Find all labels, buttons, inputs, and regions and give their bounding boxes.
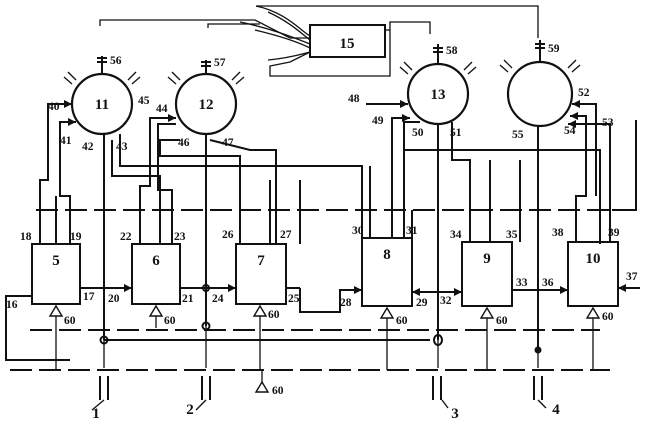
separator-13: 13 [400,44,476,124]
stream-17-label: 17 [83,291,95,303]
stream-26-label: 26 [222,229,234,241]
stream-33-label: 33 [516,277,528,289]
feed-60-label-c: 60 [268,309,280,321]
stream-56-label: 56 [110,55,122,67]
stream-32-label: 32 [440,295,452,307]
reactor-10: 10 [568,242,618,306]
stream-35-label: 35 [506,229,518,241]
stream-30-label: 30 [352,225,364,237]
stream-38-label: 38 [552,227,564,239]
feed-60-label-a: 60 [64,315,76,327]
outlet-1-label: 1 [92,406,100,422]
stream-46-label: 46 [178,137,190,149]
stream-19-label: 19 [70,231,82,243]
stream-29-label: 29 [416,297,428,309]
stream-54-label: 54 [564,125,576,137]
separator-14 [500,40,580,126]
stream-31-label: 31 [406,225,418,237]
stream-28-label: 28 [340,297,352,309]
reactor-5-label: 5 [52,253,60,269]
reactor-8: 8 [362,238,412,306]
stream-23-label: 23 [174,231,186,243]
outlet-3-label: 3 [451,406,459,422]
reactor-6: 6 [132,244,180,304]
stream-52-label: 52 [578,87,590,99]
separator-12: 12 [168,60,244,134]
product-outlets [92,376,546,410]
feed-60-label-d: 60 [396,315,408,327]
controller-15-label: 15 [340,36,355,52]
stream-36-label: 36 [542,277,554,289]
stream-48-label: 48 [348,93,360,105]
stream-59-label: 59 [548,43,560,55]
stream-43-label: 43 [116,141,128,153]
stream-34-label: 34 [450,229,462,241]
separator-13-label: 13 [431,87,446,103]
stream-37-label: 37 [626,271,638,283]
stream-21-label: 21 [182,293,194,305]
stream-50-label: 50 [412,127,424,139]
reactor-5: 5 [32,244,80,304]
reactor-10-label: 10 [586,251,601,267]
reactor-8-label: 8 [383,247,391,263]
feed-60-label-f: 60 [602,311,614,323]
stream-49-label: 49 [372,115,384,127]
stream-51-label: 51 [450,127,462,139]
reactor-7-label: 7 [257,253,265,269]
stream-57-label: 57 [214,57,226,69]
stream-24-label: 24 [212,293,224,305]
reactor-6-label: 6 [152,253,160,269]
controller-15: 15 [310,25,385,57]
feed-markers [50,306,599,392]
main-process-line [6,284,640,360]
stream-39-label: 39 [608,227,620,239]
separator-11-label: 11 [95,97,109,113]
stream-42-label: 42 [82,141,94,153]
stream-44-label: 44 [156,103,168,115]
stream-41-label: 41 [60,135,72,147]
stream-55-label: 55 [512,129,524,141]
stream-53-label: 53 [602,117,614,129]
reactor-9-label: 9 [483,251,491,267]
stream-20-label: 20 [108,293,120,305]
separator-12-label: 12 [199,97,214,113]
stream-45-label: 45 [138,95,150,107]
feed-60-label-g: 60 [272,385,284,397]
reactor-9: 9 [462,242,512,306]
reactor-7: 7 [236,244,286,304]
outlet-4-label: 4 [552,402,560,418]
stream-58-label: 58 [446,45,458,57]
stream-25-label: 25 [288,293,300,305]
stream-27-label: 27 [280,229,292,241]
stream-40-label: 40 [48,101,60,113]
stream-18-label: 18 [20,231,32,243]
outlet-2-label: 2 [186,402,194,418]
stream-47-label: 47 [222,137,234,149]
feed-60-label-b: 60 [164,315,176,327]
stream-22-label: 22 [120,231,132,243]
stream-16-label: 16 [6,299,18,311]
feed-60-label-e: 60 [496,315,508,327]
